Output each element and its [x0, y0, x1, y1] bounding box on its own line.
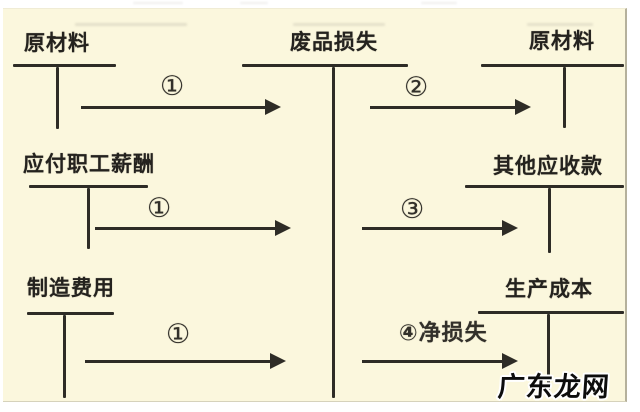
- arrow-head-icon: [515, 99, 531, 115]
- arrow-head-icon: [270, 353, 286, 369]
- scan-artifact: [75, 23, 187, 26]
- account-top-line: [242, 64, 408, 67]
- account-top-line: [465, 185, 624, 188]
- diagram-panel: [3, 8, 627, 402]
- arrow-label: ①: [166, 319, 191, 349]
- arrow-head-icon: [502, 220, 518, 236]
- scan-artifact: [240, 2, 268, 4]
- arrow-shaft: [362, 360, 502, 363]
- account-title: 原材料: [24, 32, 90, 55]
- arrow-label: ②: [404, 72, 429, 102]
- arrow-shaft: [95, 227, 275, 230]
- account-title: 生产成本: [505, 278, 593, 301]
- account-stem-line: [332, 67, 335, 398]
- account-top-line: [29, 185, 148, 188]
- account-top-line: [478, 311, 624, 314]
- arrow-head-icon: [275, 220, 291, 236]
- account-top-line: [27, 312, 114, 315]
- arrow-label: ①: [147, 193, 172, 223]
- account-title: 原材料: [529, 30, 595, 53]
- scan-artifact: [421, 2, 457, 4]
- arrow-label: ④净损失: [399, 320, 488, 345]
- scan-artifact: [133, 2, 183, 4]
- scan-artifact: [527, 23, 593, 26]
- account-stem-line: [56, 67, 59, 129]
- account-top-line: [481, 64, 624, 67]
- arrow-label: ③: [400, 194, 425, 224]
- arrow-shaft: [370, 106, 515, 109]
- arrow-shaft: [85, 360, 270, 363]
- account-top-line: [13, 64, 116, 67]
- account-stem-line: [547, 314, 550, 397]
- watermark-text: 广东龙网: [496, 372, 611, 402]
- arrow-head-icon: [502, 353, 518, 369]
- arrow-head-icon: [265, 99, 281, 115]
- account-title: 制造费用: [27, 277, 115, 300]
- arrow-shaft: [362, 227, 502, 230]
- scan-artifact: [293, 23, 385, 26]
- account-stem-line: [563, 67, 566, 128]
- account-stem-line: [63, 315, 66, 398]
- account-stem-line: [87, 188, 90, 249]
- account-stem-line: [548, 188, 551, 253]
- arrow-shaft: [81, 106, 265, 109]
- account-title: 其他应收款: [493, 155, 603, 178]
- account-title: 废品损失: [290, 31, 378, 54]
- account-title: 应付职工薪酬: [23, 153, 155, 176]
- arrow-label: ①: [160, 71, 185, 101]
